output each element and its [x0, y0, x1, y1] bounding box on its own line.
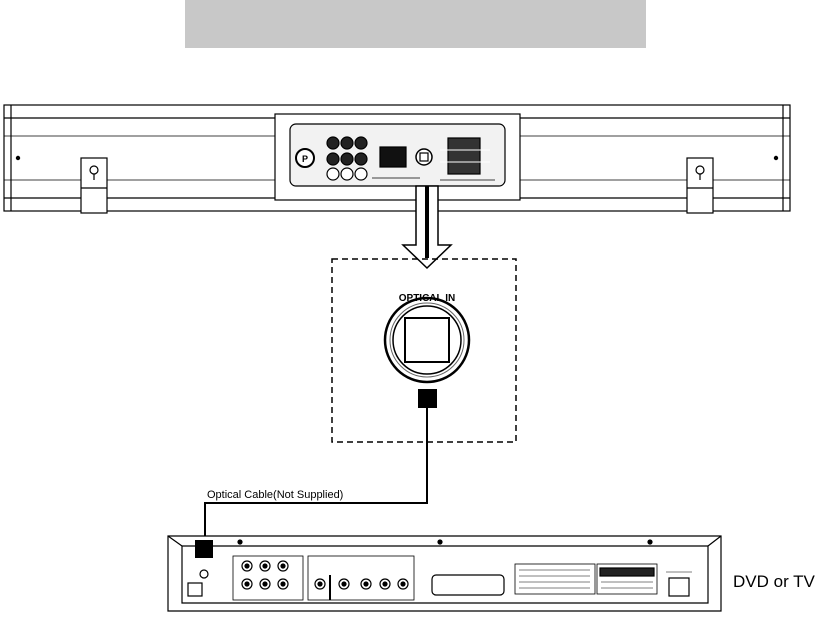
svg-text:P: P	[302, 154, 308, 164]
wall-bracket-left	[81, 158, 107, 213]
optical-cable	[205, 408, 427, 542]
connector-panel: P	[275, 114, 520, 200]
wall-bracket-right	[687, 158, 713, 213]
cable-label: Optical Cable(Not Supplied)	[207, 489, 343, 501]
device-label: DVD or TV	[733, 572, 816, 591]
dvd-tv-device	[168, 536, 721, 611]
optical-plug-top	[418, 389, 437, 408]
optical-in-port	[385, 298, 469, 382]
optical-plug-bottom	[195, 540, 213, 558]
optical-detail-box	[332, 259, 516, 442]
